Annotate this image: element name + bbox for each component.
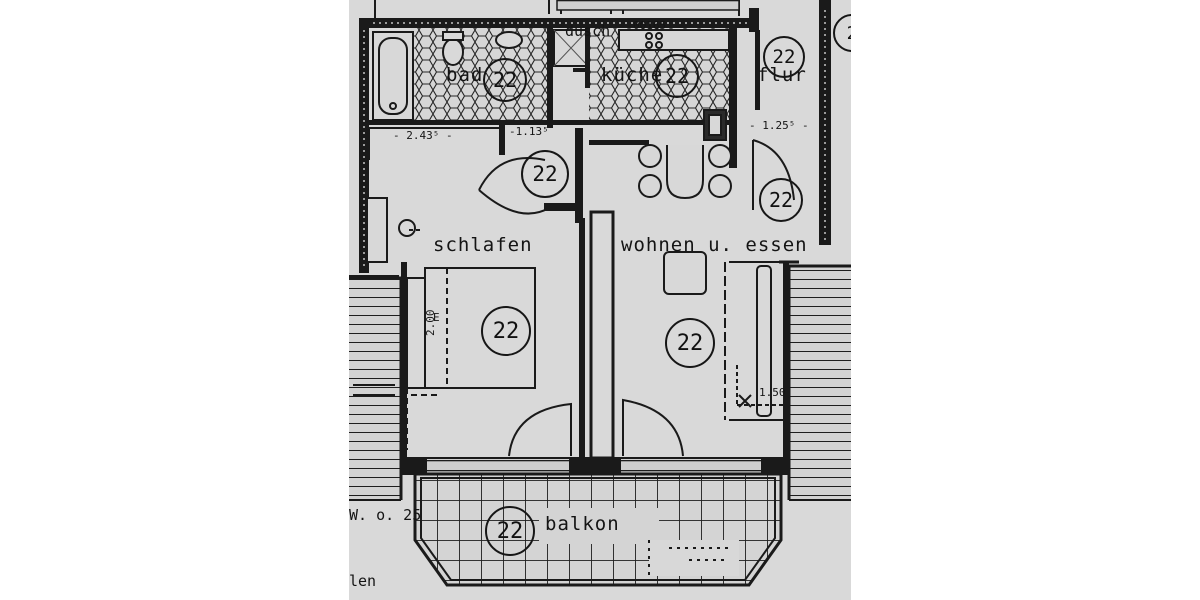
- corridor-width-dimension: -1.13⁵: [509, 125, 549, 138]
- stairwell-left: [349, 275, 403, 500]
- room-label-dusche: dusch: [565, 22, 611, 40]
- balcony-threshold: [400, 457, 790, 475]
- balcony: [413, 472, 783, 587]
- living-cabinets: [724, 261, 783, 421]
- edge-text-bottom: len: [349, 572, 377, 590]
- room-label-balkon: balkon: [545, 513, 620, 535]
- bath-tiles: [411, 28, 551, 120]
- floor-plan-drawing: [349, 0, 851, 587]
- floor-plan-paper: bad dusch küche flur schlafen wohnen u. …: [349, 0, 851, 600]
- balcony-doors: [508, 398, 684, 457]
- dining-furniture: [638, 144, 732, 295]
- bath-width-dimension: - 2.43⁵ -: [393, 129, 453, 142]
- marker-diele[interactable]: 22: [521, 150, 569, 198]
- marker-schlafen[interactable]: 22: [481, 306, 531, 356]
- bed-width-dimension: E: [433, 311, 440, 324]
- bath-fixtures: [442, 31, 523, 66]
- kitchen-counter: [618, 29, 730, 141]
- flur-width-dimension: - 1.25⁵ -: [749, 119, 809, 132]
- upper-edge: [374, 0, 740, 18]
- room-label-wohnen: wohnen u. essen: [621, 234, 808, 256]
- room-label-bad: bad: [446, 64, 484, 86]
- marker-flur-lower[interactable]: 22: [759, 178, 803, 222]
- marker-flur[interactable]: 22: [763, 36, 805, 78]
- bedroom-furniture: [366, 197, 536, 450]
- bathtub: [372, 31, 414, 121]
- room-label-schlafen: schlafen: [433, 234, 533, 256]
- edge-text-mid: W. o. 25: [349, 506, 422, 524]
- marker-kueche[interactable]: 22: [655, 54, 699, 98]
- marker-balkon[interactable]: 22: [485, 506, 535, 556]
- lower-walls: [401, 262, 789, 462]
- stove-dimension: 00165: [633, 19, 667, 32]
- marker-bad[interactable]: 22: [483, 58, 527, 102]
- table-width-dimension: 1.50: [759, 386, 786, 399]
- room-label-kueche: küche: [601, 64, 664, 86]
- marker-wohnen[interactable]: 22: [665, 318, 715, 368]
